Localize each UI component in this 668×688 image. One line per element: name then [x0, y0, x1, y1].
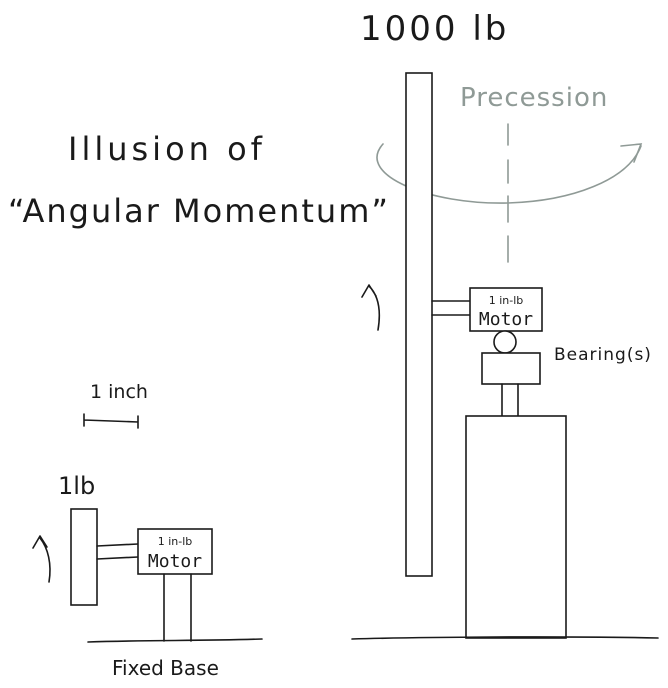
large-motor-name: Motor — [479, 309, 533, 330]
fixed-base-label: Fixed Base — [112, 656, 219, 680]
small-rotation-arrow-icon — [32, 535, 51, 583]
bearing-ball — [493, 330, 517, 354]
title-line-2: “Angular Momentum” — [8, 192, 390, 230]
scale-label: 1 inch — [90, 381, 148, 403]
large-ground-line — [351, 636, 659, 640]
small-motor-name: Motor — [148, 551, 202, 572]
precession-label: Precession — [460, 83, 608, 113]
large-mass-label: 1000 lb — [360, 9, 509, 49]
large-motor-box — [469, 287, 543, 332]
small-motor-rating: 1 in-lb — [158, 535, 193, 548]
bearing-label: Bearing(s) — [554, 345, 652, 365]
small-base-legs — [163, 573, 192, 642]
bearing-housing — [481, 352, 541, 385]
precession-arrow — [376, 143, 642, 204]
precession-arrowhead — [620, 143, 643, 163]
large-motor-rating: 1 in-lb — [489, 294, 524, 307]
large-motor-shaft — [431, 300, 471, 316]
large-pedestal — [465, 415, 567, 639]
large-flywheel — [405, 72, 433, 577]
small-mass-label: 1lb — [58, 472, 95, 500]
small-flywheel — [70, 508, 98, 606]
large-rotation-arrow-icon — [361, 284, 381, 331]
precession-indicator: Precession — [376, 83, 643, 263]
bearing-posts — [501, 383, 519, 417]
scale-bar — [83, 413, 139, 429]
small-motor-box — [137, 528, 213, 575]
title-line-1: Illusion of — [68, 130, 266, 168]
small-motor-shaft — [96, 543, 139, 560]
small-ground-line — [87, 638, 263, 643]
